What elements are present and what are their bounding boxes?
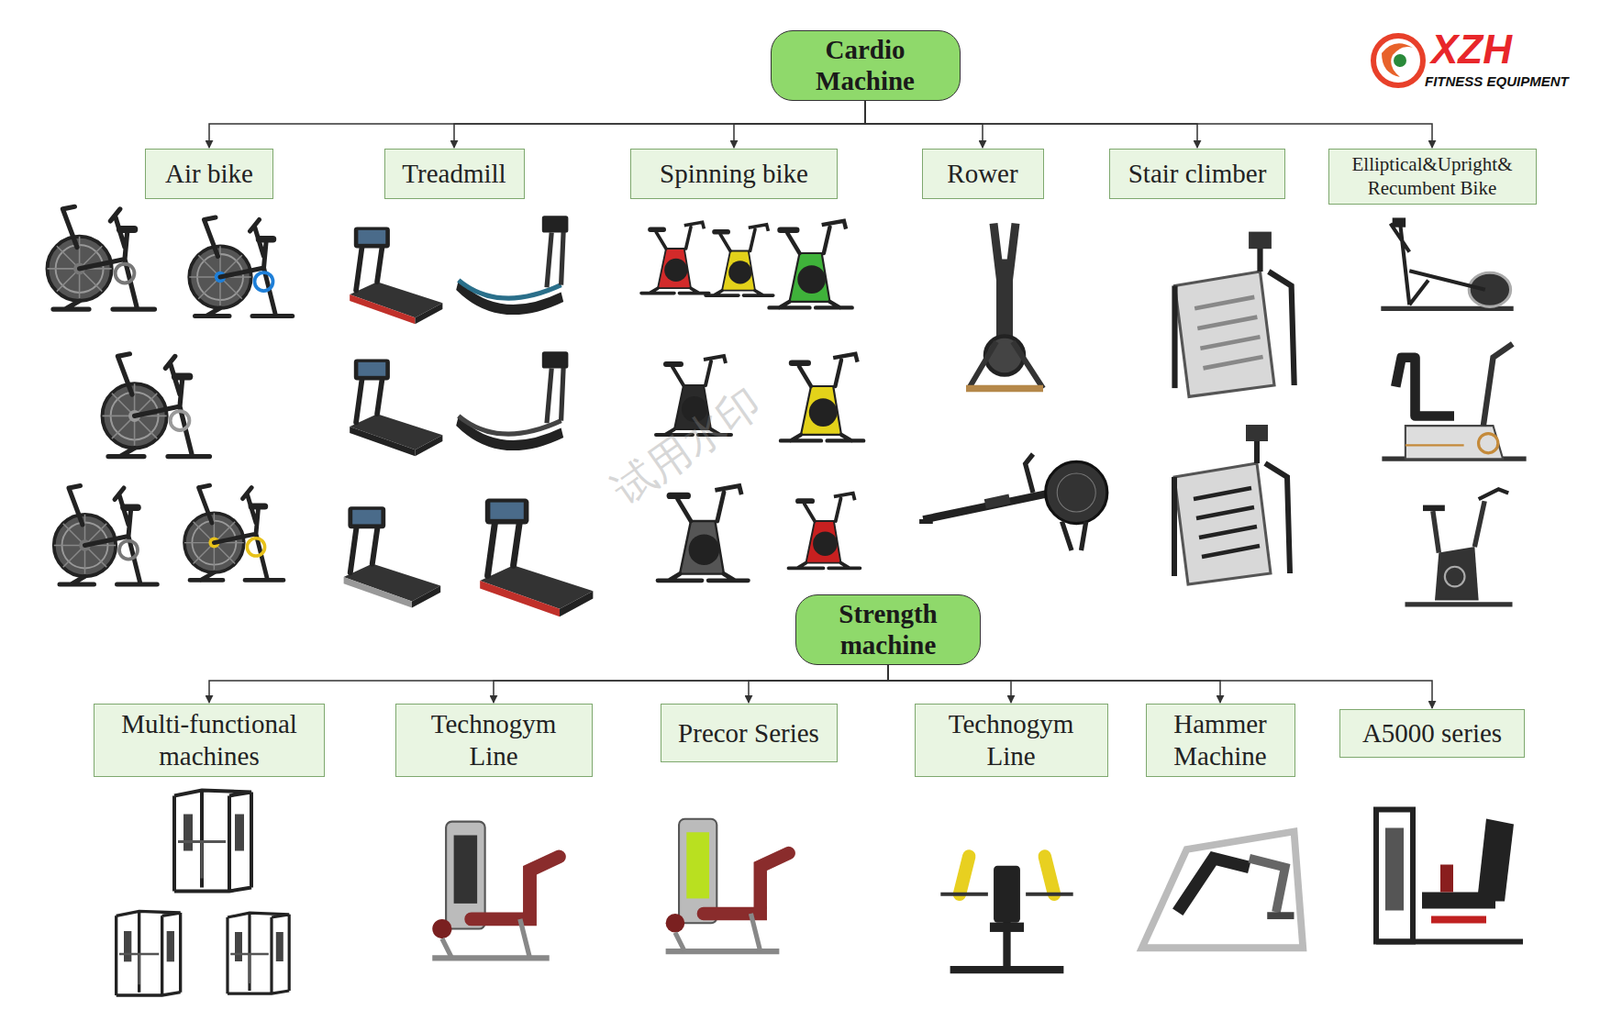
category-name: Technogym Line bbox=[932, 708, 1091, 773]
connector-arrow bbox=[454, 100, 866, 148]
air-bike-picture bbox=[54, 486, 158, 586]
spinning-bike-picture bbox=[705, 224, 774, 296]
connector-arrow bbox=[748, 665, 889, 703]
treadmill-picture bbox=[479, 498, 593, 617]
category-box: Spinning bike bbox=[630, 148, 838, 200]
category-name: Multi-functional machines bbox=[111, 708, 308, 773]
category-box: Technogym Line bbox=[914, 703, 1109, 778]
connector-arrow bbox=[888, 665, 1012, 703]
elliptical-picture bbox=[1380, 217, 1513, 309]
ski-erg-picture bbox=[966, 223, 1044, 389]
category-box: A5000 series bbox=[1339, 709, 1525, 758]
air-bike-picture bbox=[184, 485, 284, 580]
category-name: Precor Series bbox=[677, 717, 820, 750]
connector-arrow bbox=[888, 665, 1433, 709]
recumbent-bike-picture bbox=[1381, 344, 1526, 459]
chest-press-picture bbox=[940, 855, 1073, 970]
connector-arrow bbox=[209, 100, 866, 148]
category-box: Stair climber bbox=[1109, 148, 1286, 200]
category-box: Elliptical&Upright& Recumbent Bike bbox=[1328, 148, 1537, 205]
logo-subtitle: FITNESS EQUIPMENT bbox=[1424, 74, 1569, 89]
group-title: Cardio Machine bbox=[780, 34, 951, 97]
category-box: Treadmill bbox=[384, 148, 525, 200]
category-name: Hammer Machine bbox=[1163, 708, 1278, 773]
stair-climber-picture bbox=[1174, 424, 1290, 585]
category-box: Multi-functional machines bbox=[93, 703, 325, 778]
spinning-bike-picture bbox=[780, 354, 864, 442]
category-name: Treadmill bbox=[401, 157, 506, 190]
category-name: Rower bbox=[946, 157, 1018, 190]
multi-gym-picture bbox=[116, 911, 181, 996]
air-bike-picture bbox=[47, 206, 156, 310]
group-header-box: Strength machine bbox=[795, 594, 981, 666]
connector-arrow bbox=[209, 665, 889, 703]
connector-arrow bbox=[493, 665, 889, 703]
multi-gym-picture bbox=[174, 790, 252, 892]
treadmill-picture bbox=[349, 226, 443, 324]
connector-arrow bbox=[865, 100, 1433, 148]
upright-bike-picture bbox=[1405, 488, 1513, 605]
hip-machine-picture bbox=[1376, 810, 1523, 943]
category-box: Precor Series bbox=[660, 703, 838, 763]
category-name: Air bike bbox=[165, 157, 254, 190]
connector-arrow bbox=[888, 665, 1221, 703]
treadmill-picture bbox=[455, 351, 568, 451]
treadmill-picture bbox=[455, 215, 568, 315]
air-bike-picture bbox=[188, 217, 293, 317]
category-name: Technogym Line bbox=[412, 708, 576, 773]
air-bike-picture bbox=[102, 354, 211, 457]
category-name: Elliptical&Upright& Recumbent Bike bbox=[1345, 153, 1520, 200]
logo-icon bbox=[1373, 35, 1423, 86]
leg-extension-picture bbox=[432, 822, 559, 959]
watermark: 试用水印 bbox=[605, 379, 768, 512]
category-name: Stair climber bbox=[1128, 157, 1267, 190]
spinning-bike-picture bbox=[657, 486, 748, 581]
category-name: A5000 series bbox=[1362, 717, 1502, 750]
leg-extension-picture bbox=[666, 819, 789, 952]
category-box: Air bike bbox=[144, 148, 274, 200]
category-name: Spinning bike bbox=[659, 157, 809, 190]
stair-climber-picture bbox=[1175, 232, 1295, 398]
category-box: Technogym Line bbox=[395, 703, 593, 778]
plate-loaded-picture bbox=[1142, 832, 1304, 949]
category-box: Hammer Machine bbox=[1145, 703, 1296, 778]
category-box: Rower bbox=[922, 148, 1045, 200]
spinning-bike-picture bbox=[641, 222, 710, 293]
connector-arrow bbox=[733, 100, 866, 148]
spinning-bike-picture bbox=[769, 221, 853, 309]
treadmill-picture bbox=[349, 358, 443, 456]
group-title: Strength machine bbox=[805, 599, 971, 661]
group-header-box: Cardio Machine bbox=[770, 30, 961, 101]
rower-picture bbox=[919, 454, 1108, 551]
spinning-bike-picture bbox=[788, 493, 861, 569]
logo-text: XZH bbox=[1431, 29, 1512, 70]
multi-gym-picture bbox=[227, 912, 289, 994]
treadmill-picture bbox=[344, 506, 442, 608]
